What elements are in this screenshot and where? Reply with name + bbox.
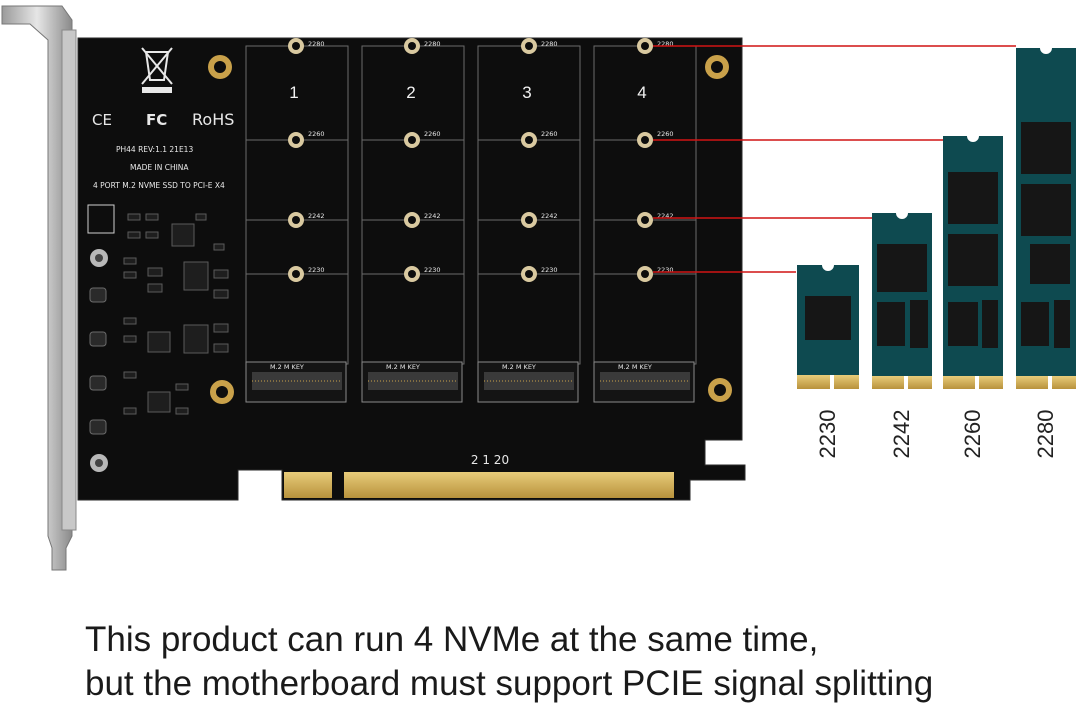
slot-number-4: 4	[637, 83, 646, 102]
hole-label-2280: 2280	[308, 40, 325, 48]
caption-line-2: but the motherboard must support PCIE si…	[85, 664, 934, 703]
slot-key-label: M.2 M KEY	[386, 363, 420, 371]
made-in-label: MADE IN CHINA	[130, 163, 189, 172]
hole-label-2242: 2242	[424, 212, 441, 220]
hole-label-2230: 2230	[657, 266, 674, 274]
board-description: 4 PORT M.2 NVME SSD TO PCI-E X4	[93, 181, 225, 190]
hole-label-2230: 2230	[424, 266, 441, 274]
slot-number-1: 1	[289, 83, 298, 102]
ssd-module-2260	[943, 136, 1003, 389]
hole-label-2280: 2280	[657, 40, 674, 48]
ssd-module-2280	[1016, 48, 1076, 389]
ssd-size-label-2230: 2230	[815, 409, 840, 459]
m2-slot-4: 4 2280 2260 2242 2230 M.2 M KEY	[593, 38, 697, 403]
rohs-mark: RoHS	[192, 110, 234, 129]
m2-slot-2: 2 2280 2260 2242 2230 M.2 M KEY	[361, 38, 465, 403]
m2-slot-3: 3 2280 2260 2242 2230 M.2 M KEY	[477, 38, 581, 403]
pcie-edge-connector: 2 1 20	[284, 453, 674, 498]
m2-slot-1: 1 2280 2260 2242 2230 M.2 M KEY	[245, 38, 349, 403]
hole-label-2280: 2280	[541, 40, 558, 48]
product-illustration: 2 1 20 CE FC RoHS PH44 REV:1.1 21E13 MAD…	[1, 5, 1076, 571]
connector-label: 2 1 20	[471, 453, 509, 467]
fcc-mark: FC	[146, 111, 167, 129]
hole-label-2260: 2260	[657, 130, 674, 138]
silkscreen-block: CE FC RoHS PH44 REV:1.1 21E13 MADE IN CH…	[92, 47, 234, 190]
hole-label-2230: 2230	[541, 266, 558, 274]
mounting-holes	[90, 55, 732, 472]
ssd-module-2242	[872, 213, 932, 389]
hole-label-2260: 2260	[424, 130, 441, 138]
ssd-size-label-2260: 2260	[960, 409, 985, 459]
hole-label-2242: 2242	[657, 212, 674, 220]
hole-label-2280: 2280	[424, 40, 441, 48]
leader-lines	[653, 45, 1016, 273]
weee-bin-icon	[141, 47, 173, 93]
ce-mark: CE	[92, 111, 112, 129]
slot-number-3: 3	[522, 83, 531, 102]
hole-label-2242: 2242	[308, 212, 325, 220]
ssd-size-label-2280: 2280	[1033, 409, 1058, 459]
slot-number-2: 2	[406, 83, 415, 102]
status-leds	[89, 287, 107, 435]
product-caption: This product can run 4 NVMe at the same …	[85, 618, 1065, 706]
slot-key-label: M.2 M KEY	[270, 363, 304, 371]
hole-label-2260: 2260	[308, 130, 325, 138]
hole-label-2260: 2260	[541, 130, 558, 138]
hole-label-2230: 2230	[308, 266, 325, 274]
model-line: PH44 REV:1.1 21E13	[116, 145, 193, 154]
ssd-size-label-2242: 2242	[889, 409, 914, 459]
smd-components	[87, 204, 229, 415]
slot-key-label: M.2 M KEY	[618, 363, 652, 371]
ssd-module-2230	[797, 265, 859, 389]
pci-bracket	[1, 5, 77, 571]
caption-line-1: This product can run 4 NVMe at the same …	[85, 620, 819, 659]
hole-label-2242: 2242	[541, 212, 558, 220]
slot-key-label: M.2 M KEY	[502, 363, 536, 371]
